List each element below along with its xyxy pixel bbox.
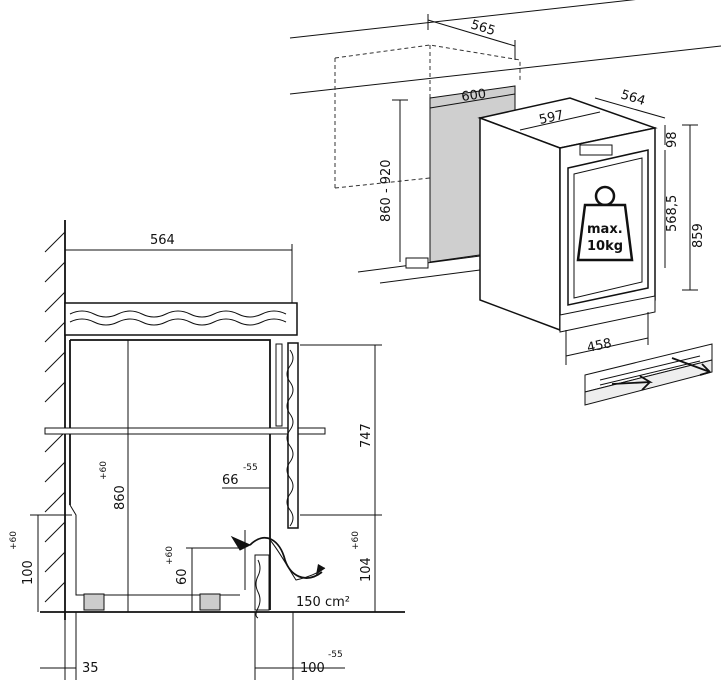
dim-line — [519, 111, 601, 131]
dim-100-left-tolerance: +60 — [9, 531, 19, 550]
dim-100-bottom-tolerance: -55 — [328, 650, 343, 660]
isometric-view: 565 600 860 - 920 max. 10kg 564 597 9 — [289, 0, 721, 406]
appliance-body — [70, 339, 271, 610]
dim-66-tolerance: -55 — [243, 463, 258, 473]
worktop-line — [289, 0, 636, 39]
airflow-out-curve — [249, 536, 323, 579]
dim-60: 60 — [175, 568, 190, 585]
dim-597: 597 — [538, 108, 565, 128]
weight-kg-label: 10kg — [587, 239, 623, 254]
dim-100-bottom: 100 — [300, 661, 325, 676]
dim-35: 35 — [82, 661, 99, 676]
vent-slot — [599, 360, 701, 386]
weight-icon: max. 10kg — [576, 185, 634, 262]
worktop-line — [289, 45, 721, 95]
dim-458: 458 — [586, 336, 613, 356]
plinth-grain — [255, 559, 261, 619]
niche-outline — [334, 44, 521, 82]
weight-max-label: max. — [587, 222, 623, 237]
dim-66: 66 — [222, 473, 239, 488]
floor-line — [379, 269, 481, 284]
appliance-plinth — [559, 295, 656, 333]
dim-line — [427, 19, 516, 47]
shelf-bracket — [44, 427, 326, 435]
dim-568-5: 568,5 — [665, 195, 680, 232]
airflow-arrow-head — [316, 564, 325, 575]
appliance-body — [69, 504, 240, 596]
airflow-out-arrow — [671, 357, 711, 376]
vent-slot — [599, 355, 701, 381]
dim-line — [565, 337, 649, 357]
dim-564-top: 564 — [619, 87, 647, 109]
furniture-door — [287, 342, 299, 529]
side-section-view: 564 150 cm² 860 +60 747 — [9, 220, 405, 680]
adjustable-foot — [83, 593, 105, 611]
wall-hatching — [44, 231, 66, 603]
dim-98: 98 — [665, 131, 680, 148]
dim-100-left: 100 — [21, 560, 36, 585]
airflow-in-arrow — [611, 375, 653, 391]
door-frame — [567, 149, 649, 306]
plinth — [254, 554, 270, 611]
dim-60-tolerance: +60 — [165, 546, 175, 565]
door-grain — [286, 349, 294, 527]
dim-860: 860 — [113, 485, 128, 510]
door-hinge — [275, 343, 283, 427]
wood-grain — [69, 318, 287, 326]
dim-860-tolerance: +60 — [99, 461, 109, 480]
dim-104-tolerance: +60 — [351, 531, 361, 550]
dim-line — [429, 93, 516, 109]
airflow-in-curve — [269, 539, 326, 581]
dim-565: 565 — [469, 17, 497, 39]
dim-747: 747 — [359, 423, 374, 448]
wood-grain — [69, 310, 287, 318]
appliance-side — [479, 116, 561, 332]
dim-104: 104 — [359, 557, 374, 582]
plinth-foot — [405, 257, 429, 269]
dim-line — [594, 97, 666, 119]
door-glass — [573, 157, 643, 299]
niche-outline — [334, 177, 431, 189]
dim-564-side: 564 — [150, 233, 175, 248]
dim-860-920: 860 - 920 — [379, 159, 394, 222]
dim-859: 859 — [691, 223, 706, 248]
vent-area-label: 150 cm² — [296, 595, 350, 610]
airflow-arrow-head — [230, 535, 252, 551]
door-handle — [579, 144, 613, 156]
dim-600: 600 — [460, 87, 487, 105]
adjustable-foot — [199, 593, 221, 611]
